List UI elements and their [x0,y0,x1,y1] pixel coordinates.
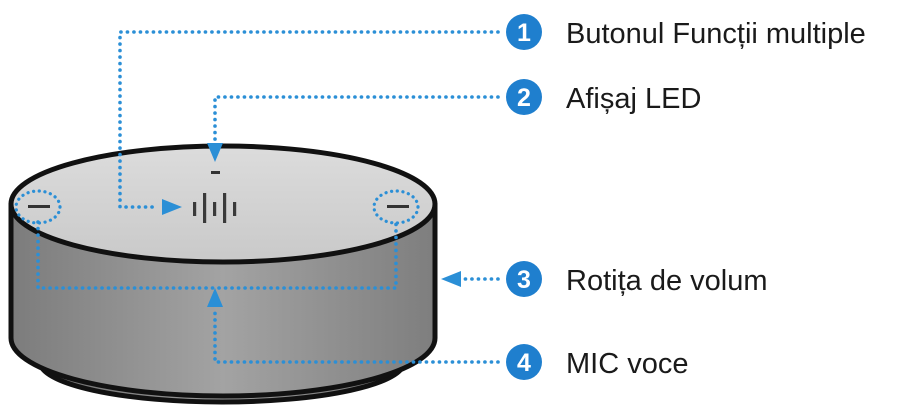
volume-mark-left [28,205,50,208]
arrowhead-3 [441,271,461,287]
leader-line-2 [213,95,500,142]
callout-label-1: Butonul Funcții multiple [566,18,866,50]
callout-number-2: 2 [517,84,531,112]
arrowhead-1 [162,199,182,215]
mic-hole-left-highlight [14,189,62,225]
callout-1: 1 Butonul Funcții multiple [506,14,866,50]
arrowhead-4 [207,288,223,307]
arrowhead-2 [207,143,223,162]
callout-2: 2 Afișaj LED [506,79,701,115]
leader-lines [14,30,500,364]
callout-number-3: 3 [517,266,531,294]
callout-number-1: 1 [517,19,531,47]
callout-badge-3 [506,261,542,297]
speaker-device [8,143,438,405]
callout-number-4: 4 [517,349,531,377]
leader-line-4 [213,306,500,364]
mic-ring-line [36,220,398,290]
mic-hole-right-highlight [372,189,420,225]
callout-badge-2 [506,79,542,115]
callout-4: 4 MIC voce [506,344,688,380]
callout-badge-4 [506,344,542,380]
volume-mark-right [387,205,409,208]
callout-label-4: MIC voce [566,348,688,380]
callout-label-2: Afișaj LED [566,83,701,115]
callout-label-3: Rotița de volum [566,265,768,297]
callout-badge-1 [506,14,542,50]
callout-3: 3 Rotița de volum [506,261,768,297]
multifunction-button-icon[interactable] [193,193,237,223]
led-display-dash [211,171,220,174]
leader-line-1 [118,30,500,209]
